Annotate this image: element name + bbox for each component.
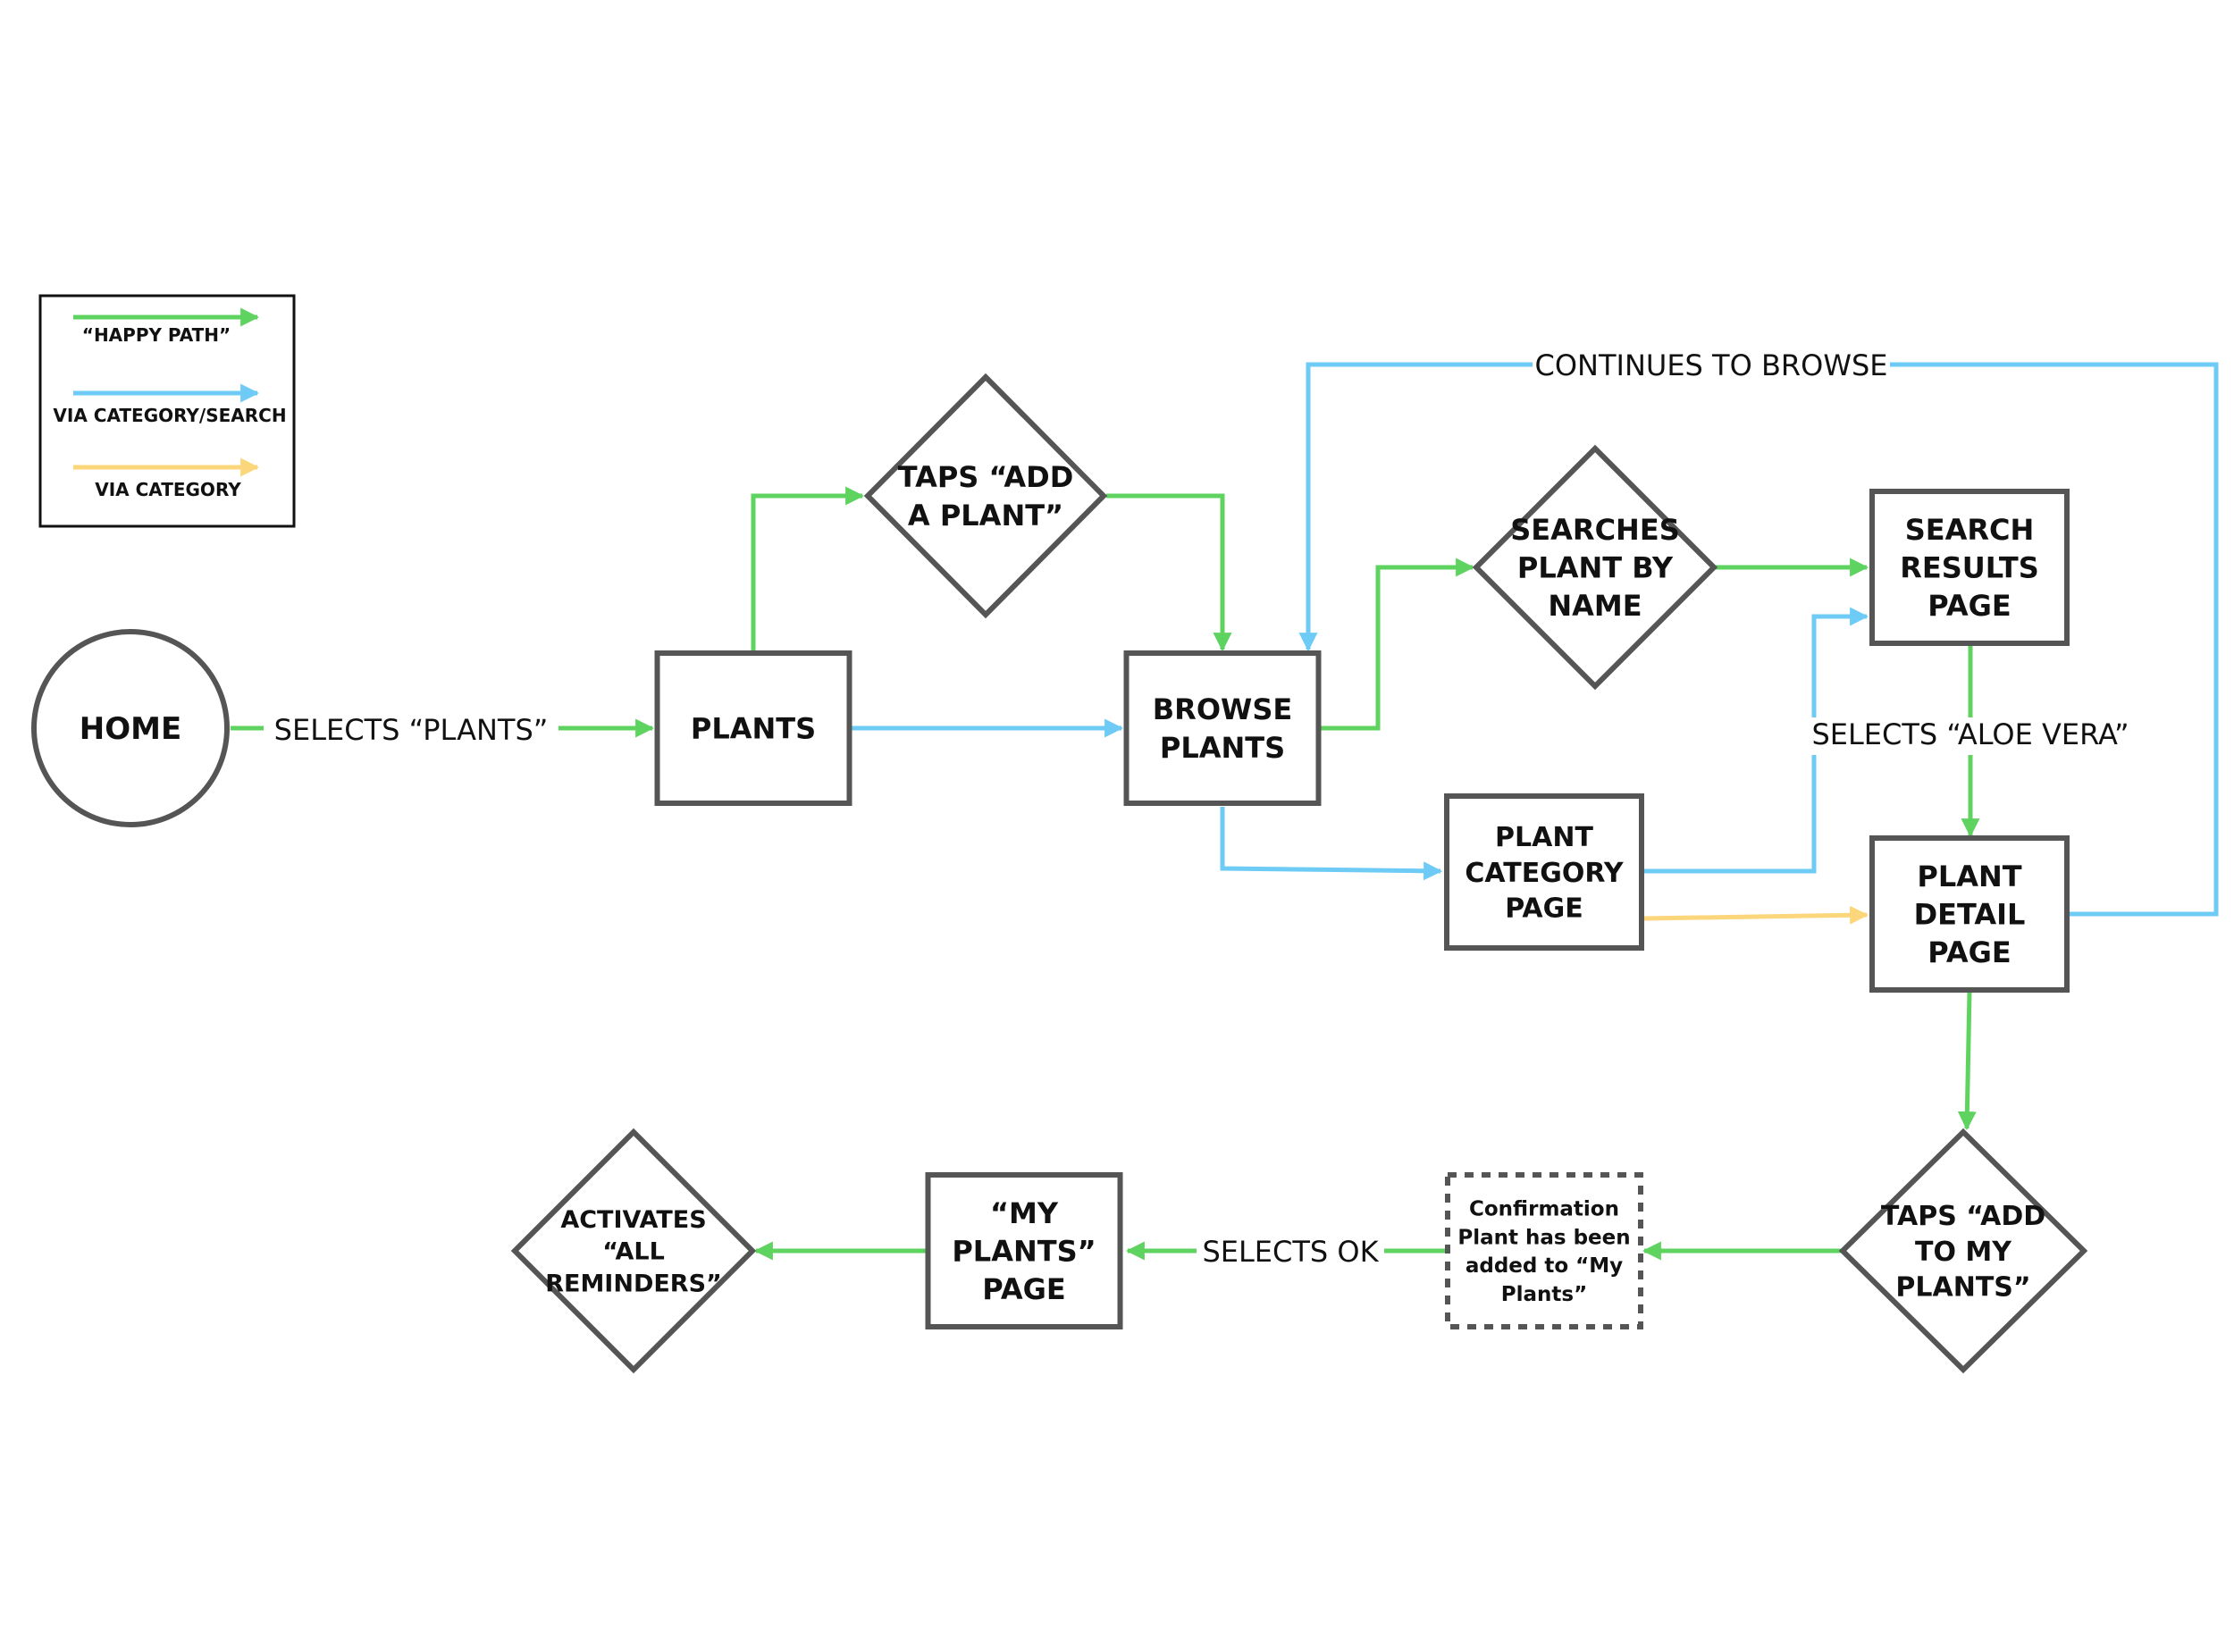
- node-label-line: Confirmation: [1469, 1198, 1619, 1221]
- node-label-line: PAGE: [1927, 589, 2011, 623]
- node-activates-reminders: ACTIVATES “ALL REMINDERS”: [510, 1128, 757, 1374]
- node-label-line: CATEGORY: [1465, 858, 1624, 889]
- node-label-line: A PLANT”: [908, 499, 1063, 532]
- node-label-line: “ALL: [602, 1238, 665, 1266]
- node-label-line: Plants”: [1501, 1283, 1587, 1306]
- node-label-line: PLANTS”: [952, 1235, 1096, 1269]
- node-label-line: BROWSE: [1153, 692, 1292, 726]
- node-label-line: TO MY: [1915, 1237, 2012, 1268]
- node-plants: PLANTS: [654, 650, 852, 806]
- edge-plant_detail-to-browse_plants: [1298, 362, 2219, 917]
- node-label-line: SEARCHES: [1510, 513, 1679, 547]
- edge-label: SELECTS OK: [1202, 1235, 1379, 1269]
- edge-label: CONTINUES TO BROWSE: [1535, 348, 1888, 382]
- edge-taps_add_plant-to-browse_plants: [1106, 493, 1232, 652]
- legend: “HAPPY PATH” VIA CATEGORY/SEARCH VIA CATEG…: [38, 294, 296, 528]
- node-label-line: PLANTS: [1160, 731, 1285, 765]
- node-label-line: NAME: [1548, 589, 1642, 623]
- node-label-line: DETAIL: [1914, 898, 2026, 932]
- node-label-line: REMINDERS”: [545, 1270, 722, 1298]
- node-label-line: HOME: [80, 711, 181, 747]
- legend-label: VIA CATEGORY/SEARCH: [53, 405, 286, 426]
- node-label-line: PLANT: [1495, 822, 1593, 853]
- node-label-line: RESULTS: [1900, 551, 2039, 585]
- node-label-line: “MY: [990, 1196, 1059, 1230]
- edge-browse_plants-to-searches_plant: [1321, 558, 1475, 731]
- node-taps-add-plant: TAPS “ADD A PLANT”: [863, 373, 1108, 619]
- node-label-line: PLANT: [1917, 860, 2021, 893]
- legend-label: “HAPPY PATH”: [82, 324, 231, 346]
- node-taps-add-my-plants: TAPS “ADD TO MY PLANTS”: [1838, 1128, 2088, 1374]
- node-label-line: ACTIVATES: [560, 1206, 706, 1234]
- edge-label: SELECTS “PLANTS”: [274, 713, 549, 747]
- node-label-line: PLANTS: [691, 712, 816, 746]
- node-label-line: TAPS “ADD: [1881, 1201, 2045, 1232]
- node-label-line: PAGE: [1505, 893, 1583, 925]
- edge-browse_plants-to-plant_category: [1220, 807, 1443, 881]
- node-home: HOME: [31, 629, 230, 827]
- node-label-line: PAGE: [1927, 935, 2011, 969]
- node-search-results: SEARCH RESULTS PAGE: [1869, 489, 2070, 646]
- node-searches-plant: SEARCHES PLANT BY NAME: [1472, 444, 1718, 691]
- node-label-line: PAGE: [982, 1272, 1065, 1306]
- node-label-line: SEARCH: [1905, 513, 2035, 547]
- node-label-line: TAPS “ADD: [898, 460, 1074, 494]
- node-label-line: Plant has been: [1457, 1226, 1630, 1249]
- node-plant-category: PLANT CATEGORY PAGE: [1444, 793, 1644, 951]
- node-browse-plants: BROWSE PLANTS: [1123, 650, 1322, 806]
- node-label-line: added to “My: [1466, 1254, 1623, 1278]
- edge-plant_detail-to-taps_add_my_plants: [1957, 991, 1977, 1131]
- node-my-plants-page: “MY PLANTS”PAGE: [925, 1172, 1123, 1329]
- node-label-line: PLANTS”: [1895, 1272, 2030, 1304]
- edge-plants-to-taps_add_plant: [751, 486, 865, 653]
- node-label-line: PLANT BY: [1517, 551, 1674, 585]
- edge-plant_category-to-plant_detail: [1642, 905, 1869, 925]
- legend-label: VIA CATEGORY: [95, 479, 241, 500]
- edge-label: SELECTS “ALOE VERA”: [1811, 717, 2129, 751]
